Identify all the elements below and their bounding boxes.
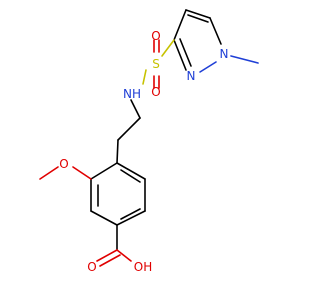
molecule-structure: N N NH S O O O O OH [39, 9, 259, 274]
bond-o-methyl [39, 166, 59, 180]
bond-n1-methyl [230, 55, 259, 64]
atom-o-methoxy: O [59, 157, 68, 171]
bond-ring-n1-n2 [199, 61, 217, 73]
bond-benz-inner-2 [120, 208, 141, 220]
bond-c3-s [161, 39, 175, 57]
atom-o-sulfonyl-bottom: O [151, 85, 160, 99]
bond-benz-inner-3 [120, 169, 141, 183]
bond-ring-c4-n1 [209, 17, 222, 45]
bond-c-o-double-a [96, 249, 118, 262]
atom-s: S [152, 57, 160, 71]
bond-ring-c5-c4-double [187, 14, 209, 23]
atom-o-sulfonyl-top: O [151, 29, 160, 43]
atom-nh: NH [123, 87, 141, 101]
bond-ring-c5-c3 [173, 9, 187, 41]
bond-ch2-ring [116, 139, 119, 164]
bond-benz-c1-c2 [90, 162, 118, 180]
bond-s-nh [142, 69, 147, 85]
bond-c-o-double-b [99, 254, 121, 267]
bond-ring-o-methoxy [72, 166, 92, 180]
bond-benz-c4-c5 [116, 210, 146, 226]
bond-ring-c5-c4 [185, 9, 211, 19]
atom-oh: OH [134, 260, 152, 274]
bond-ring-c3-n2-double [179, 38, 192, 67]
bond-benz-c3-c4 [90, 210, 118, 226]
bond-benz-c6-c1 [116, 162, 146, 180]
bond-ch2-ch2 [117, 117, 141, 141]
atom-n-methyl: N [220, 47, 229, 61]
atom-o-carbonyl: O [87, 260, 96, 274]
bond-nh-ch2 [130, 99, 141, 119]
bond-c-oh [116, 249, 132, 262]
atom-n-pyrazole: N [187, 69, 196, 83]
bond-ring-c3-n2 [173, 39, 187, 71]
